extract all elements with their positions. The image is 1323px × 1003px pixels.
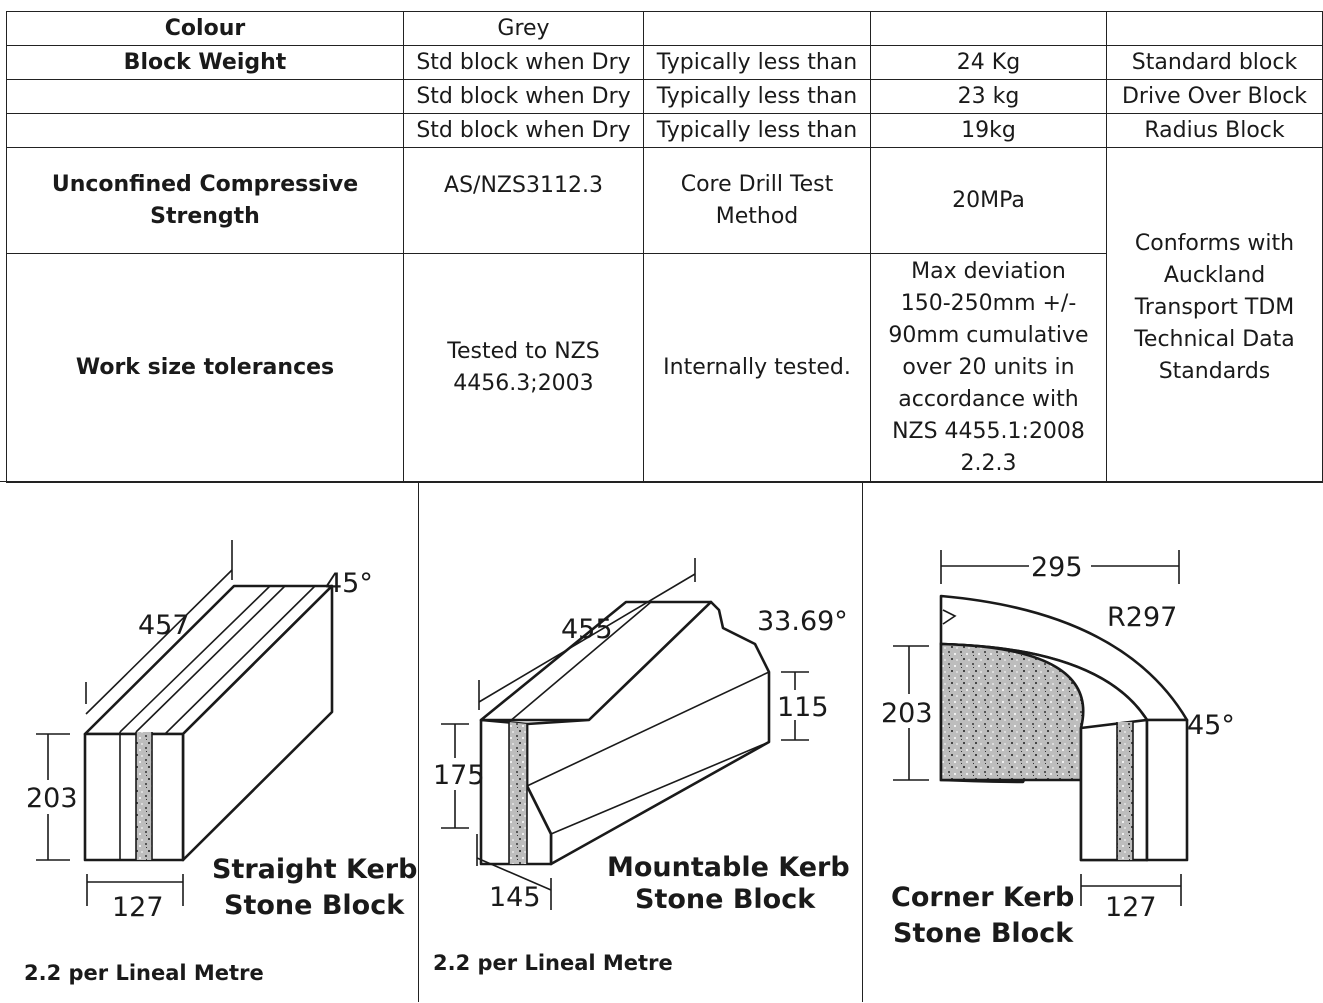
tolerance-detail-line: 90mm cumulative (888, 323, 1089, 348)
strength-value: 20MPa (870, 147, 1107, 254)
tolerance-detail-line: over 20 units in (902, 355, 1075, 380)
weight-condition: Std block when Dry (403, 45, 644, 80)
top-width-label: 295 (1031, 552, 1083, 583)
mountable-kerb-panel: 455 33.69° 115 175 145 Mountable (418, 481, 863, 1002)
mountable-kerb-block-drawing (479, 600, 771, 866)
width-label: 127 (1105, 892, 1157, 923)
tolerance-standard: Tested to NZS 4456.3;2003 (403, 253, 644, 483)
length-dimension (85, 540, 233, 715)
angle-label: 45° (325, 568, 373, 599)
block-type: Drive Over Block (1106, 79, 1323, 114)
tolerance-detail-line: NZS 4455.1:2008 (892, 419, 1085, 444)
height-label: 203 (26, 783, 78, 814)
conformance-line: Standards (1158, 359, 1271, 384)
weight-qualifier: Typically less than (643, 113, 871, 148)
tolerance-label: Work size tolerances (6, 253, 404, 483)
corner-title-line1: Corner Kerb (891, 882, 1074, 913)
angle-label: 33.69° (757, 606, 848, 637)
conformance-line: Conforms with (1134, 231, 1295, 256)
straight-kerb-block-drawing (83, 584, 334, 862)
colour-label: Colour (6, 11, 404, 46)
empty-cell (6, 79, 404, 114)
conformance-cell: Conforms with Auckland Transport TDM Tec… (1106, 147, 1323, 483)
tolerance-method: Internally tested. (643, 253, 871, 483)
length-label: 457 (138, 610, 190, 641)
empty-cell (6, 113, 404, 148)
tolerance-detail: Max deviation 150-250mm +/- 90mm cumulat… (870, 253, 1107, 483)
back-height-label: 115 (777, 692, 829, 723)
weight-condition: Std block when Dry (403, 79, 644, 114)
weight-value: 24 Kg (870, 45, 1107, 80)
straight-per-metre: 2.2 per Lineal Metre (24, 961, 264, 985)
width-dimension (1080, 874, 1182, 906)
tolerance-detail-line: accordance with (898, 387, 1079, 412)
empty-cell (870, 11, 1107, 46)
kerb-diagrams: 457 45° 203 127 Straight Kerb Stone Bloc… (0, 481, 1323, 1002)
tolerance-detail-line: 150-250mm +/- (900, 291, 1077, 316)
length-dimension (478, 558, 696, 710)
width-label: 145 (489, 882, 541, 913)
mountable-title-line1: Mountable Kerb (607, 852, 850, 883)
weight-row-radius: Std block when Dry Typically less than 1… (6, 113, 1323, 148)
specification-table: Colour Grey Block Weight Std block when … (6, 11, 1323, 483)
length-label: 455 (561, 614, 613, 645)
colour-value: Grey (403, 11, 644, 46)
block-type: Radius Block (1106, 113, 1323, 148)
colour-row: Colour Grey (6, 11, 1323, 46)
strength-method-line1: Core Drill Test (680, 171, 834, 197)
weight-qualifier: Typically less than (643, 79, 871, 114)
corner-kerb-panel: 295 R297 203 45° 127 Corner Kerb Stone B… (862, 481, 1323, 1002)
width-label: 127 (112, 892, 164, 923)
radius-label: R297 (1107, 602, 1177, 633)
straight-kerb-panel: 457 45° 203 127 Straight Kerb Stone Bloc… (0, 481, 419, 1002)
weight-row-drive-over: Std block when Dry Typically less than 2… (6, 79, 1323, 114)
conformance-line: Auckland (1163, 263, 1266, 288)
empty-cell (1106, 11, 1323, 46)
corner-title-line2: Stone Block (893, 918, 1074, 949)
block-weight-label: Block Weight (6, 45, 404, 80)
front-height-label: 175 (433, 760, 485, 791)
conformance-line: Technical Data (1134, 327, 1295, 352)
empty-cell (643, 11, 871, 46)
weight-value: 23 kg (870, 79, 1107, 114)
conformance-line: Transport TDM (1134, 295, 1295, 320)
mountable-per-metre: 2.2 per Lineal Metre (433, 951, 673, 975)
block-type: Standard block (1106, 45, 1323, 80)
straight-title-line2: Stone Block (224, 890, 405, 921)
strength-standard: AS/NZS3112.3 (403, 147, 644, 254)
weight-qualifier: Typically less than (643, 45, 871, 80)
tolerance-detail-line: Max deviation (911, 259, 1066, 284)
weight-value: 19kg (870, 113, 1107, 148)
mountable-title-line2: Stone Block (635, 884, 816, 915)
tolerance-standard-line2: 4456.3;2003 (453, 371, 594, 396)
width-dimension (86, 874, 184, 906)
tolerance-row: Work size tolerances Tested to NZS 4456.3… (6, 253, 1323, 483)
weight-condition: Std block when Dry (403, 113, 644, 148)
tolerance-detail-line: 2.2.3 (960, 451, 1017, 476)
straight-title-line1: Straight Kerb (212, 854, 417, 885)
strength-method-line2: Method (715, 203, 799, 229)
angle-label: 45° (1187, 710, 1235, 741)
tolerance-standard-line1: Tested to NZS (447, 339, 600, 364)
height-label: 203 (881, 698, 933, 729)
weight-row-standard: Block Weight Std block when Dry Typicall… (6, 45, 1323, 80)
corner-kerb-block-drawing (939, 594, 1189, 862)
strength-label-line1: Unconfined Compressive (51, 171, 359, 197)
width-dimension (476, 834, 552, 910)
strength-label-line2: Strength (150, 203, 260, 229)
